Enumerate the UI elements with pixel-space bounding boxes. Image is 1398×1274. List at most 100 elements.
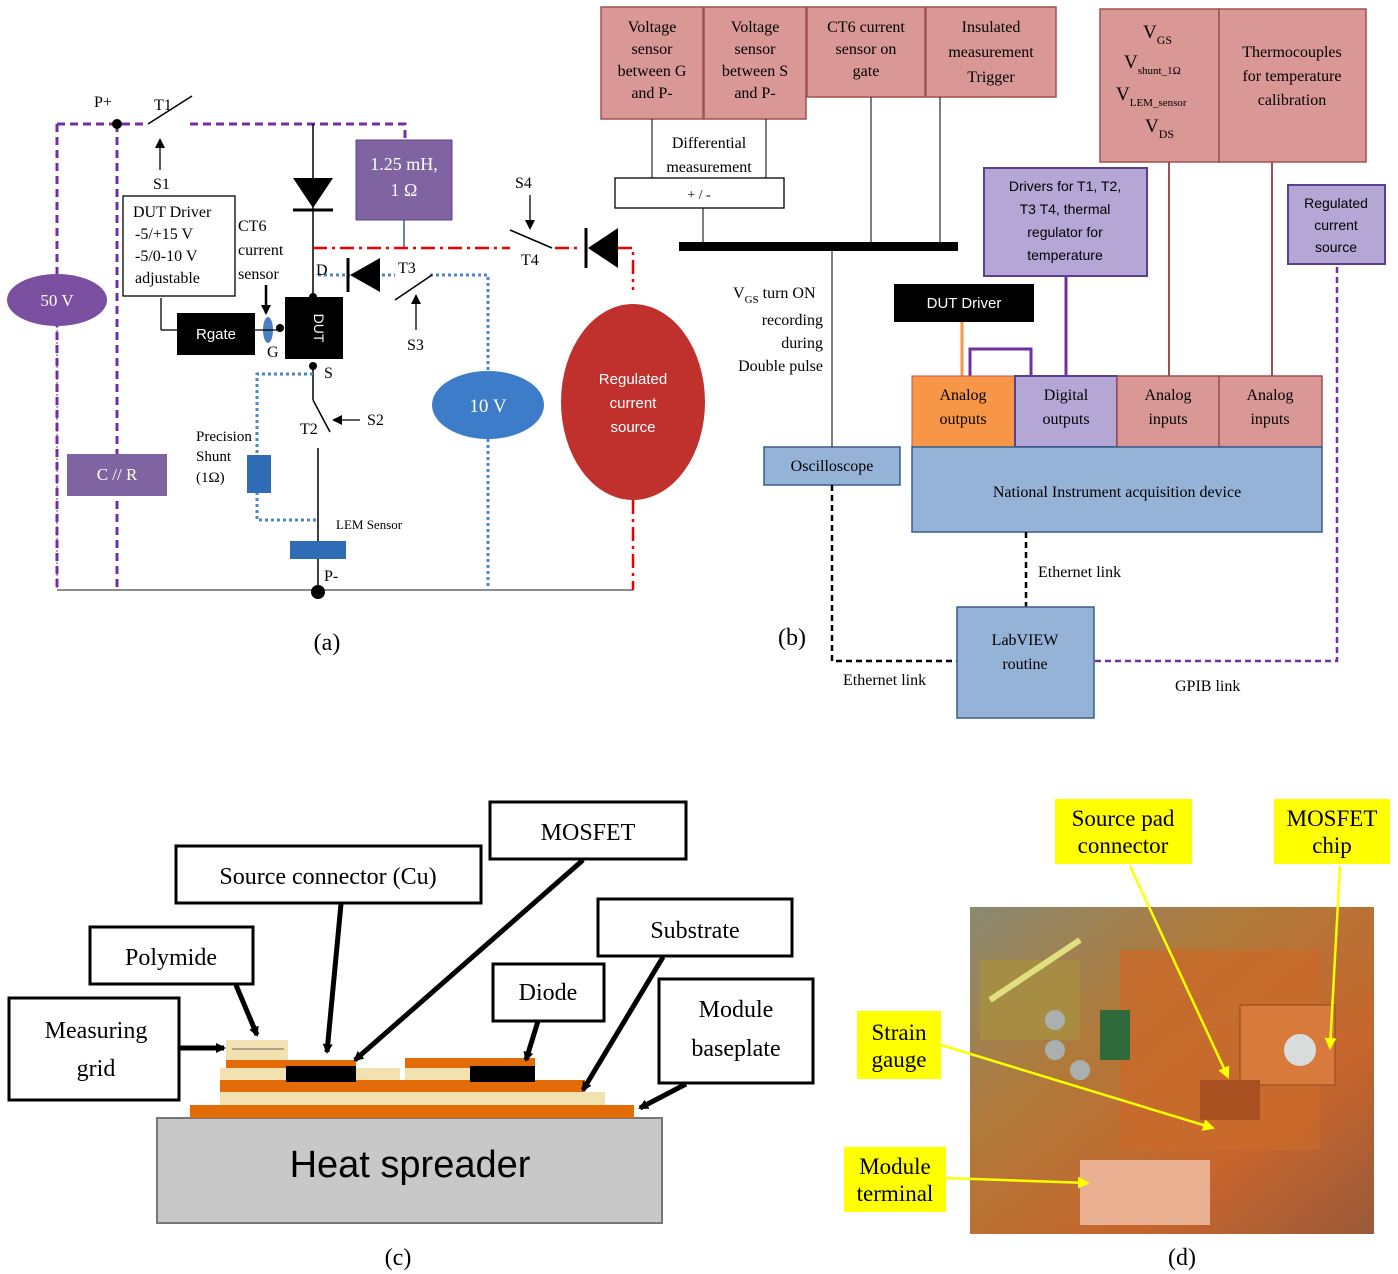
sensor-g-2: sensor: [632, 41, 674, 58]
shunt-line-3: (1Ω): [196, 470, 225, 486]
dut-label: DUT: [311, 314, 327, 343]
ai1-1: Analog: [1144, 387, 1191, 404]
t4-diode-icon: [588, 228, 618, 268]
rgate-label: Rgate: [196, 326, 236, 343]
oscilloscope-box: [763, 446, 901, 486]
strain-gauge-arrow: [940, 1043, 1215, 1131]
panel-d-label: (d): [1168, 1245, 1196, 1271]
regsrc-b-1: Regulated: [1304, 195, 1368, 211]
baseplate-text-2: baseplate: [691, 1036, 780, 1062]
digital-outputs: [1014, 375, 1118, 448]
polymide-layer: [226, 1040, 288, 1052]
strain-2: gauge: [872, 1047, 927, 1072]
vgs-note-1: VGS turn ON: [733, 285, 816, 306]
analog-inputs-2: [1218, 375, 1323, 448]
photo-panel: Source pad connector MOSFET chip Strain …: [844, 799, 1390, 1271]
vlem-v: VLEM_sensor: [1116, 84, 1187, 109]
ao-2: outputs: [939, 411, 986, 428]
trigger-1: Insulated: [962, 19, 1021, 36]
s2-label: S2: [367, 412, 384, 429]
panel-b-label: (b): [778, 625, 806, 651]
sensor-g-1: Voltage: [628, 19, 677, 36]
mosfet-callout: [488, 800, 688, 861]
signal-bus: [679, 242, 958, 251]
regsrc-a-1: Regulated: [599, 371, 667, 388]
cr-label: C // R: [97, 465, 138, 484]
driver-line-4: adjustable: [135, 270, 200, 287]
inductor-label-1: 1.25 mH,: [370, 154, 438, 174]
mosfet-callout-text: MOSFET: [541, 820, 636, 846]
sensor-g-3: between G: [618, 63, 687, 80]
ct6gate-1: CT6 current: [827, 19, 905, 36]
gate-node: [276, 324, 284, 332]
mosfet-chip-label-box: [1274, 799, 1390, 864]
substrate-bottom: [220, 1092, 605, 1105]
lem-label: LEM Sensor: [336, 517, 403, 532]
p-plus-node: [112, 119, 122, 129]
trigger-2: measurement: [948, 44, 1034, 61]
baseplate-arrow: [638, 1081, 688, 1111]
strain-gauge-label-box: [857, 1011, 941, 1079]
photo-wire: [988, 937, 1082, 1003]
sensor-s-3: between S: [722, 63, 788, 80]
ni-label: National Instrument acquisition device: [993, 484, 1241, 501]
diode-callout: [491, 962, 606, 1023]
s3-label: S3: [407, 337, 424, 354]
rgate-block: [177, 313, 255, 355]
measuring-grid-layer: [226, 1052, 288, 1060]
source-connector-layer: [226, 1060, 356, 1068]
sensor-s-1: Voltage: [731, 19, 780, 36]
regsrc-b-3: source: [1315, 239, 1357, 255]
do-2: outputs: [1042, 411, 1089, 428]
ao-1: Analog: [939, 387, 986, 404]
polymide-text: Polymide: [125, 945, 217, 971]
drivers-1: Drivers for T1, T2,: [1009, 178, 1121, 194]
thermo-2: for temperature: [1242, 68, 1341, 85]
t3-label: T3: [398, 260, 416, 277]
oscilloscope-label: Oscilloscope: [791, 458, 874, 475]
v50-source: [7, 274, 107, 326]
t1-switch: [147, 95, 193, 125]
sensor-g-4: and P-: [631, 85, 672, 102]
regsrc-a-3: source: [610, 419, 655, 436]
p-plus-dashed-wire: [55, 122, 407, 590]
d-label: D: [316, 262, 328, 279]
current-source-path: [313, 246, 635, 590]
eth-label-2: Ethernet link: [843, 672, 926, 689]
t4-switch: [509, 229, 553, 249]
ct6-line-2: current: [238, 242, 284, 259]
p-minus-node: [311, 585, 325, 599]
ai1-2: inputs: [1148, 411, 1187, 428]
ct6-line-3: sensor: [238, 266, 280, 283]
vgs-v: VGS: [1143, 22, 1172, 47]
stack-panel: Heat spreader MOSFET Source connector (C…: [7, 800, 815, 1271]
t4-label: T4: [521, 252, 539, 269]
drivers-box: [983, 167, 1148, 277]
drivers-4: temperature: [1027, 247, 1103, 263]
setup-panel: Voltage sensor between G and P- Voltage …: [600, 6, 1386, 719]
ct6-line-1: CT6: [238, 218, 266, 235]
diode-arrow: [523, 1020, 541, 1062]
polymide-arrow: [233, 984, 260, 1037]
gpib-link: [1095, 264, 1339, 663]
vgs-note-2: recording: [762, 312, 823, 329]
regsrc-a-2: current: [610, 395, 658, 412]
regsrc-b-2: current: [1314, 217, 1358, 233]
inductor-box: [355, 139, 453, 221]
drivers-3: regulator for: [1027, 224, 1103, 240]
baseplate-text-1: Module: [699, 997, 774, 1023]
module-terminal-arrow: [945, 1176, 1090, 1189]
substrate-arrow: [580, 955, 666, 1092]
substrate-text: Substrate: [650, 918, 739, 944]
heat-spreader: [156, 1117, 663, 1224]
sensor-s-4: and P-: [734, 85, 775, 102]
labview-2: routine: [1002, 656, 1047, 673]
vshunt-v: Vshunt_1Ω: [1124, 52, 1181, 77]
circuit-panel: 1.25 mH, 1 Ω DUT Rgate DUT Driver -5/+15: [7, 94, 705, 656]
dut-driver-b-label: DUT Driver: [927, 295, 1002, 312]
dut-driver-b: [894, 284, 1034, 322]
t2-label: T2: [300, 421, 318, 438]
heat-spreader-label: Heat spreader: [290, 1144, 531, 1186]
